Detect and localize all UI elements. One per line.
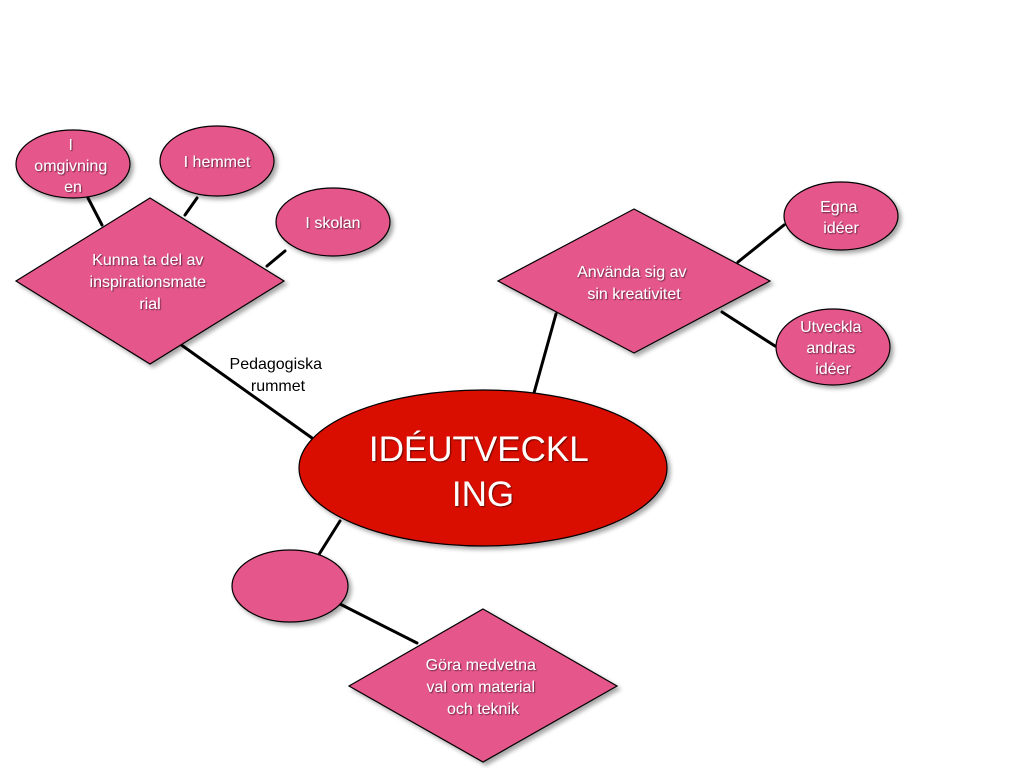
node-text: Använda sig av sin kreativitet [577, 264, 691, 303]
connector-lines [86, 196, 786, 645]
node-i-hemmet: I hemmet [159, 125, 275, 197]
line-center-to-empty [316, 519, 342, 558]
node-anvanda-kreativitet: Använda sig av sin kreativitet [496, 208, 772, 354]
node-text: Kunna ta del av inspirationsmate rial [90, 252, 211, 313]
node-empty-oval [231, 549, 349, 623]
diamond-shape [496, 208, 772, 354]
node-i-omgivningen: I omgivning en [15, 129, 131, 199]
oval-shape [159, 125, 275, 197]
node-i-skolan: I skolan [275, 187, 391, 257]
node-gora-medvetna: Göra medvetna val om material och teknik [347, 608, 619, 763]
line-empty-to-gora [338, 602, 419, 645]
line-center-to-kunna [178, 342, 314, 440]
node-center-ideutveckling: IDÉUTVECKL ING [298, 389, 668, 547]
node-text: Egna idéer [820, 199, 862, 237]
diamond-shape [347, 608, 619, 763]
oval-shape [15, 129, 131, 199]
diamond-shape [14, 197, 286, 365]
node-egna-ideer: Egna idéer [783, 181, 899, 251]
oval-shape [275, 187, 391, 257]
node-text: I omgivning en [34, 137, 111, 196]
oval-shape [775, 308, 891, 386]
node-text: Utveckla andras idéer [800, 319, 866, 378]
node-utveckla-andras: Utveckla andras idéer [775, 308, 891, 386]
line-kunna-to-omgivningen [86, 196, 104, 227]
oval-shape [783, 181, 899, 251]
line-anvanda-to-egna [736, 223, 786, 264]
line-kunna-to-hemmet [183, 196, 199, 217]
center-text: IDÉUTVECKL ING [369, 430, 597, 514]
node-kunna-ta-del: Kunna ta del av inspirationsmate rial [14, 197, 286, 365]
oval-shape [231, 549, 349, 623]
line-kunna-to-skolan [265, 249, 287, 268]
center-oval-shape [298, 389, 668, 547]
node-text: I skolan [305, 215, 360, 232]
node-text: Göra medvetna val om material och teknik [426, 657, 541, 718]
line-center-to-anvanda [532, 312, 558, 395]
label-pedagogiska-rummet: Pedagogiska rummet [230, 356, 327, 395]
line-anvanda-to-utveckla [720, 310, 777, 348]
node-text: I hemmet [184, 154, 251, 171]
